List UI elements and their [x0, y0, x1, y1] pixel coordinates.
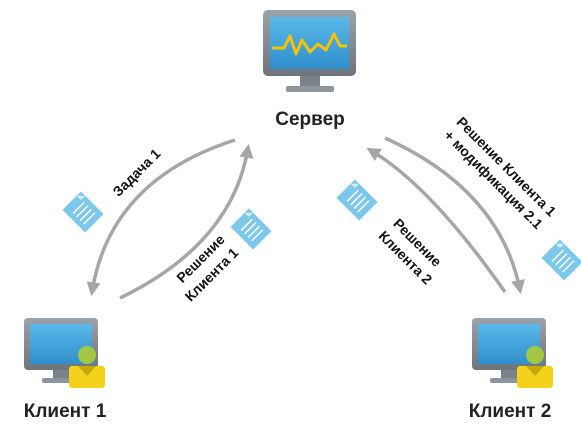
server-monitor-icon	[263, 10, 356, 92]
client1-user-icon	[69, 346, 105, 388]
arrow-solution1-mod	[384, 136, 525, 295]
document-icon	[336, 179, 378, 221]
arrow-task1	[86, 138, 236, 297]
client2-label: Клиент 2	[469, 401, 552, 422]
document-icon	[62, 191, 104, 233]
document-icon	[230, 208, 272, 250]
document-icon	[541, 239, 581, 281]
arrow-solution2	[366, 147, 507, 294]
client2-user-icon	[517, 346, 553, 388]
arrow-solution1	[119, 143, 254, 300]
server-label: Сервер	[275, 109, 345, 130]
task1-label: Задача 1	[109, 145, 163, 199]
client1-label: Клиент 1	[24, 401, 107, 422]
